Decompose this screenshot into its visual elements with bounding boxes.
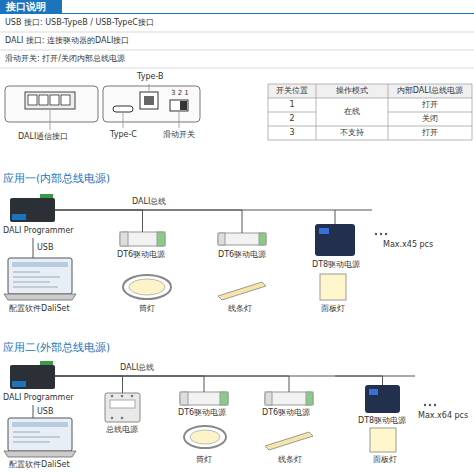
node-caption: 配置软件DaliSet	[9, 304, 70, 314]
bus-power: 总线电源	[105, 393, 140, 422]
usb-cable	[33, 405, 34, 418]
lamp: 面板灯	[320, 274, 346, 300]
table-cell: 1	[289, 100, 294, 110]
driver-box: DT8驱动电源	[365, 385, 400, 413]
table-cell: 打开	[422, 128, 438, 138]
bus-label: DALI总线	[132, 197, 166, 207]
dali-bus	[55, 210, 335, 224]
node-caption: 接口说明	[6, 1, 46, 13]
table-cell: 不支持	[340, 128, 364, 138]
node-caption: DALI Programmer	[3, 226, 74, 236]
table-cell: 在线	[344, 107, 360, 117]
switch-position: 3 2 1	[171, 89, 189, 97]
device-front: DALI通信接口	[5, 86, 98, 122]
section-header: 接口说明	[0, 0, 62, 14]
section-title: 应用二(外部总线电源)	[3, 341, 110, 353]
node-caption: 配置软件DaliSet	[9, 460, 70, 470]
node-caption: DT6驱动电源	[178, 408, 226, 418]
laptop: 配置软件DaliSet	[8, 418, 72, 457]
driver-box: DT6驱动电源	[265, 392, 313, 405]
bus-label: DALI总线	[120, 363, 154, 373]
dali-bus	[55, 376, 289, 392]
edge-label: USB	[36, 407, 54, 417]
lamp: 面板灯	[370, 428, 396, 452]
interface-note: USB 接口: USB-TypeB / USB-TypeC接口	[5, 18, 154, 28]
driver-box: DT6驱动电源	[120, 232, 165, 246]
node-caption: 面板灯	[373, 455, 397, 465]
lamp: 线条灯	[265, 432, 313, 450]
table-cell: 关闭	[422, 114, 438, 124]
programmer: DALI Programmer	[10, 198, 55, 222]
max-count: Max.x64 pcs	[418, 411, 468, 421]
node-caption: 线条灯	[278, 455, 302, 465]
table-header: 开关位置	[276, 86, 308, 96]
node-caption: 面板灯	[321, 304, 345, 314]
driver-box: DT6驱动电源	[218, 233, 266, 245]
laptop: 配置软件DaliSet	[8, 258, 72, 300]
node-caption: 线条灯	[228, 304, 252, 314]
usb-cable	[33, 238, 34, 258]
table-cell: 3	[289, 128, 294, 138]
dali-bus	[55, 376, 204, 392]
dali-bus	[55, 210, 242, 233]
lamp: 线条灯	[218, 282, 266, 300]
lamp: 筒灯	[122, 275, 172, 300]
table-cell: 2	[289, 114, 294, 124]
driver-box: DT6驱动电源	[180, 392, 228, 405]
interface-note: DALI 接口: 连接驱动器的DALI接口	[5, 36, 129, 46]
node-caption: 滑动开关	[163, 130, 195, 140]
dali-bus	[55, 376, 383, 385]
node-caption: DALI Programmer	[3, 393, 74, 403]
node-caption: DT8驱动电源	[312, 260, 360, 270]
interface-note: 滑动开关: 打开/关闭内部总线电源	[5, 54, 125, 64]
node-caption: 总线电源	[106, 425, 138, 435]
lamp: 筒灯	[183, 425, 227, 449]
driver-box: DT8驱动电源	[315, 224, 355, 256]
edge-label: USB	[36, 243, 54, 253]
node-caption: 筒灯	[139, 304, 155, 314]
node-caption: DT8驱动电源	[358, 416, 406, 426]
table-cell: 打开	[422, 100, 438, 110]
node-caption: DT6驱动电源	[218, 250, 266, 260]
table-header: 内部DALI总线电源	[397, 86, 463, 96]
node-caption: DALI通信接口	[18, 132, 68, 142]
max-count: Max.x45 pcs	[383, 240, 433, 250]
node-caption: 筒灯	[196, 455, 212, 465]
section-title: 应用一(内部总线电源)	[3, 172, 110, 184]
node-caption: Type-C	[110, 130, 137, 140]
node-caption: DT6驱动电源	[262, 408, 310, 418]
node-caption: Type-B	[137, 72, 163, 82]
table-header: 操作模式	[336, 86, 368, 96]
programmer: DALI Programmer	[10, 365, 55, 389]
node-caption: DT6驱动电源	[117, 250, 165, 260]
dali-bus	[55, 376, 123, 393]
